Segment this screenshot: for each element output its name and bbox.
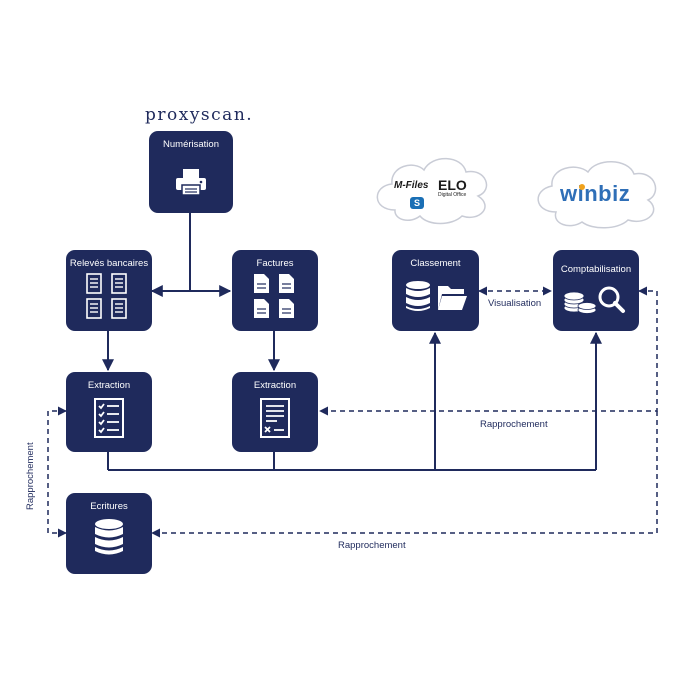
brand-logo: proxyscan. (145, 105, 254, 125)
winbiz-logo-text: winbiz (560, 181, 631, 206)
elo-logo-subtitle: Digital Office (438, 192, 467, 198)
printer-icon (176, 169, 206, 196)
rapprochement-left-link (47, 406, 67, 538)
mfiles-logo-text: M-Files (394, 180, 429, 191)
box-extraction-releves: Extraction (66, 372, 152, 452)
elo-logo-text: ELO (438, 177, 467, 193)
rapprochement-right-link (319, 286, 658, 416)
checklist-icon (94, 398, 124, 438)
rapprochement-bottom-link (151, 411, 658, 538)
dms-cloud (376, 157, 488, 225)
box-factures: Factures (232, 250, 318, 331)
box-title: Classement (410, 258, 461, 269)
box-numerisation: Numérisation (149, 131, 233, 213)
database-folder-icon (406, 281, 467, 311)
winbiz-logo: winbiz (560, 181, 630, 207)
rapprochement-left-label: Rapprochement (25, 442, 36, 510)
elo-logo: ELO Digital Office (438, 178, 467, 198)
box-title: Relevés bancaires (69, 258, 149, 269)
box-title: Extraction (87, 380, 131, 391)
box-title: Numérisation (163, 139, 219, 150)
sharepoint-icon-letter: S (413, 198, 420, 208)
box-extraction-factures: Extraction (232, 372, 318, 452)
invoices-icon (254, 274, 294, 318)
box-title: Ecritures (90, 501, 128, 512)
invoice-form-icon (260, 398, 290, 438)
box-title: Comptabilisation (560, 264, 632, 275)
winbiz-cloud (537, 161, 657, 229)
visualisation-label: Visualisation (488, 298, 542, 309)
winbiz-accent-icon (579, 184, 585, 190)
rapprochement-right-label: Rapprochement (480, 419, 548, 430)
box-releves-bancaires: Relevés bancaires (66, 250, 152, 331)
statements-icon (86, 273, 127, 319)
box-title: Extraction (253, 380, 297, 391)
coins-magnifier-icon (563, 286, 625, 314)
database-icon (95, 519, 123, 555)
box-comptabilisation: Comptabilisation (553, 250, 639, 331)
mfiles-logo: M-Files (394, 180, 428, 191)
rapprochement-bottom-label: Rapprochement (338, 540, 406, 551)
box-classement: Classement (392, 250, 479, 331)
box-title: Factures (256, 258, 294, 269)
sharepoint-icon: S (410, 197, 424, 209)
box-ecritures: Ecritures (66, 493, 152, 574)
